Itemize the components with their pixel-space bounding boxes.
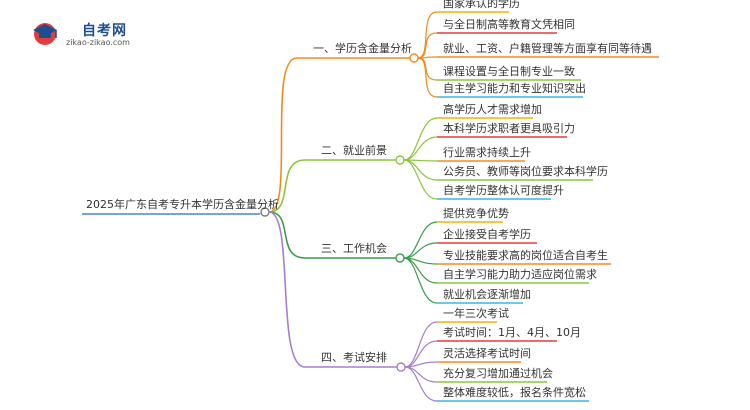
leaf-label: 充分复习增加通过机会 [443, 367, 553, 380]
branch-connector [268, 211, 306, 259]
leaf-label: 自主学习能力和专业知识突出 [443, 82, 586, 95]
leaf-label: 考试时间：1月、4月、10月 [443, 326, 581, 339]
leaf-label: 自主学习能力助力适应岗位需求 [443, 268, 597, 281]
logo: 自考网 zikao-zikao.com [30, 18, 150, 50]
leaf-label: 课程设置与全日制专业一致 [443, 65, 575, 78]
leaf-connector [403, 159, 438, 200]
branch-node [395, 253, 405, 263]
branch-connector [268, 211, 306, 368]
branch-connector [268, 57, 298, 213]
branch-node [395, 155, 405, 165]
leaf-label: 就业机会逐渐增加 [443, 288, 531, 301]
leaf-label: 自考学历整体认可度提升 [443, 184, 564, 197]
branch-label: 二、就业前景 [321, 144, 387, 157]
leaf-connector [403, 257, 438, 304]
leaf-connector [403, 136, 438, 161]
leaf-label: 灵活选择考试时间 [443, 347, 531, 360]
leaf-connector [404, 366, 438, 402]
leaf-label: 国家承认的学历 [443, 0, 520, 10]
leaf-label: 与全日制高等教育文凭相同 [443, 18, 575, 31]
leaf-connector [403, 221, 438, 259]
leaf-connector [417, 32, 438, 59]
branch-connector [268, 159, 306, 213]
root-label: 2025年广东自考专升本学历含金量分析 [86, 198, 279, 211]
leaf-label: 行业需求持续上升 [443, 146, 531, 159]
leaf-connector [404, 321, 438, 368]
branch-label: 四、考试安排 [321, 351, 387, 364]
leaf-label: 本科学历求职者更具吸引力 [443, 122, 575, 135]
leaf-connector [417, 57, 438, 81]
leaf-label: 一年三次考试 [443, 307, 509, 320]
leaf-connector [417, 57, 438, 98]
leaf-label: 高学历人才需求增加 [443, 103, 542, 116]
logo-name: 自考网 [82, 23, 127, 39]
leaf-label: 专业技能要求高的岗位适合自考生 [443, 249, 608, 262]
leaf-label: 整体难度较低，报名条件宽松 [443, 386, 586, 399]
leaf-connector [403, 159, 438, 181]
leaf-connector [403, 117, 438, 161]
leaf-label: 公务员、教师等岗位要求本科学历 [443, 165, 608, 178]
branch-label: 一、学历含金量分析 [313, 42, 412, 55]
leaf-label: 提供竞争优势 [443, 207, 509, 220]
leaf-connector [404, 340, 438, 368]
logo-url: zikao-zikao.com [66, 38, 130, 47]
branch-label: 三、工作机会 [321, 242, 387, 255]
leaf-label: 就业、工资、户籍管理等方面享有同等待遇 [443, 42, 652, 55]
graduation-cap-icon [33, 23, 57, 45]
branch-node [396, 362, 406, 372]
leaf-connector [417, 11, 438, 59]
leaf-label: 企业接受自考学历 [443, 228, 531, 241]
